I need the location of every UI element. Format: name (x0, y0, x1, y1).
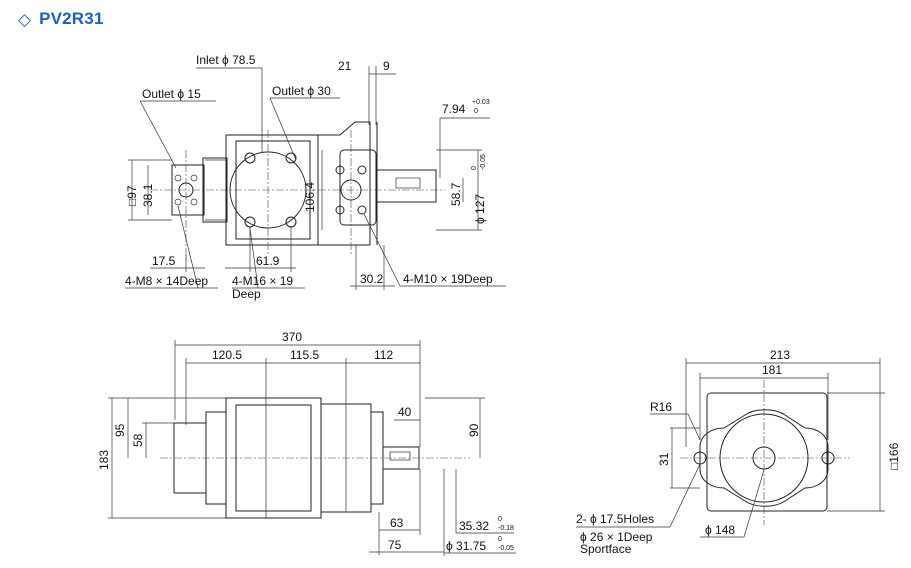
dim-40: 40 (398, 405, 412, 419)
dim-181: 181 (762, 363, 782, 377)
inlet-label: Inlet ϕ 78.5 (196, 53, 256, 67)
dim-127-tol-low: -0.05 (480, 154, 487, 170)
dim-35-tol-up: 0 (498, 516, 502, 523)
dim-166: □166 (887, 442, 901, 470)
dim-115-5: 115.5 (290, 348, 319, 362)
dim-95: 95 (113, 423, 127, 437)
bolt-hole (285, 216, 297, 228)
dim-9: 9 (383, 59, 390, 73)
dim-key-tol-up: +0.03 (472, 99, 490, 106)
side-view: 370 120.5 115.5 112 40 183 95 58 90 63 7… (97, 330, 516, 556)
m8-note: 4-M8 × 14Deep (125, 274, 208, 288)
dim-127-tol-up: 0 (471, 166, 478, 170)
dim-183: 183 (97, 450, 111, 470)
side-view-dimensions (108, 340, 516, 556)
bolt-hole (244, 216, 256, 228)
dim-key-width: 7.94 (442, 102, 466, 116)
dim-148: ϕ 148 (705, 523, 735, 537)
holes-note: 2- ϕ 17.5Holes (576, 512, 654, 526)
dim-58: 58 (131, 433, 145, 447)
model-title: PV2R31 (39, 9, 104, 28)
dim-21: 21 (338, 59, 352, 73)
dim-30-2: 30.2 (360, 272, 384, 286)
top-view: Inlet ϕ 78.5 Outlet ϕ 15 Outlet ϕ 30 21 … (125, 53, 506, 301)
top-view-labels: Inlet ϕ 78.5 Outlet ϕ 15 Outlet ϕ 30 21 … (125, 53, 493, 301)
bolt-hole (357, 165, 367, 175)
dim-213: 213 (770, 348, 790, 362)
dim-90: 90 (467, 423, 481, 437)
dim-106-4: 106.4 (303, 182, 317, 212)
dim-31-tol-low: -0.05 (498, 545, 514, 552)
dim-key-tol-low: 0 (474, 108, 478, 115)
outlet-15-label: Outlet ϕ 15 (142, 87, 201, 101)
dim-97: □97 (125, 185, 139, 206)
dim-63: 63 (390, 516, 404, 530)
bolt-hole (335, 165, 345, 175)
outlet-30-label: Outlet ϕ 30 (272, 84, 331, 98)
dim-31-75: ϕ 31.75 (446, 539, 486, 553)
dim-370: 370 (282, 330, 302, 344)
bolt-hole (244, 152, 256, 164)
dim-58-7: 58.7 (449, 182, 463, 206)
bolt-hole (357, 205, 367, 215)
dim-31-tol-up: 0 (498, 536, 502, 543)
dim-38-1: 38.1 (141, 183, 155, 207)
dim-31: 31 (657, 452, 671, 466)
dim-127: ϕ 127 (473, 194, 487, 224)
dim-35-32: 35.32 (459, 519, 489, 533)
dim-17-5: 17.5 (152, 254, 176, 268)
m16-note: 4-M16 × 19 (232, 274, 293, 288)
front-view: 213 181 R16 31 □166 2- ϕ 17.5Holes ϕ 26 … (576, 348, 901, 556)
spotface-label: Sportface (580, 542, 632, 556)
m10-note: 4-M10 × 19Deep (403, 272, 493, 286)
dim-75: 75 (388, 538, 402, 552)
page-header: ◇ PV2R31 (18, 6, 104, 32)
front-view-labels: 213 181 R16 31 □166 2- ϕ 17.5Holes ϕ 26 … (576, 348, 901, 556)
dim-112: 112 (374, 348, 393, 362)
dim-61-9: 61.9 (256, 254, 280, 268)
dim-35-tol-low: -0.18 (498, 525, 514, 532)
dim-r16: R16 (650, 400, 672, 414)
m16-deep-note: Deep (232, 287, 261, 301)
top-view-dimensions (125, 66, 506, 290)
diamond-outline-icon: ◇ (18, 9, 32, 29)
bolt-hole (285, 152, 297, 164)
spotface-note: ϕ 26 × 1Deep (580, 530, 653, 544)
front-view-dimensions (576, 358, 885, 538)
dim-120-5: 120.5 (212, 348, 242, 362)
bolt-hole (335, 205, 345, 215)
side-view-labels: 370 120.5 115.5 112 40 183 95 58 90 63 7… (97, 330, 514, 553)
